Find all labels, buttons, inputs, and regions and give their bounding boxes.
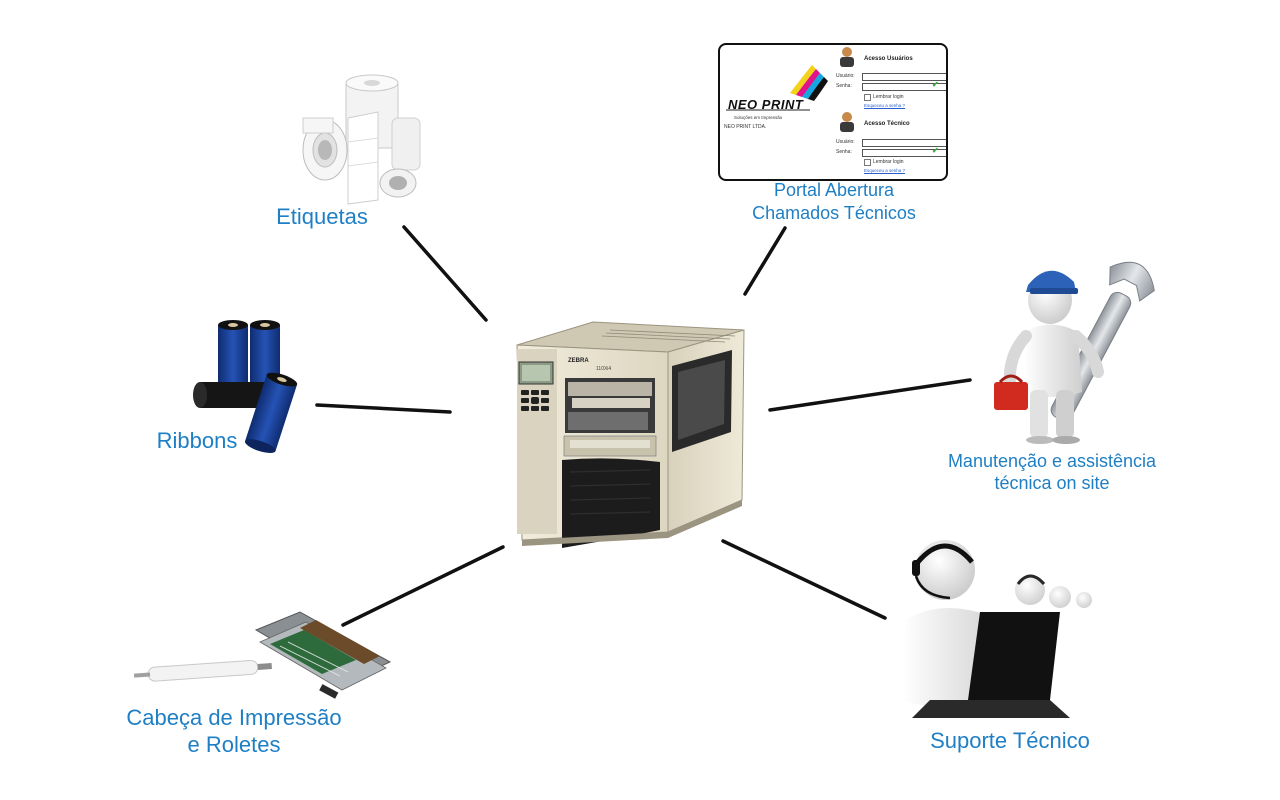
printer-brand: ZEBRA (568, 358, 589, 364)
technician-with-wrench-image (994, 261, 1155, 444)
label-etiquetas-line-1: Etiquetas (276, 204, 368, 229)
label-suporte-line-1: Suporte Técnico (930, 728, 1090, 753)
portal-tech-password-label: Senha: (836, 149, 852, 155)
label-cabeca: Cabeça de Impressão e Roletes (126, 705, 341, 757)
label-manutencao-line-1: Manutenção e assistência (948, 451, 1157, 471)
portal-tech-username-label: Usuário: (836, 139, 855, 145)
portal-user-remember-checkbox[interactable] (864, 94, 871, 101)
portal-user-password-field[interactable] (862, 83, 946, 91)
printhead-roller-image (133, 611, 392, 699)
portal-user-section-title: Acesso Usuários (864, 56, 913, 62)
portal-tech-remember-label: Lembrar login (873, 159, 904, 165)
connector-etiquetas (402, 225, 488, 322)
connector-cabeca (341, 545, 505, 627)
label-etiquetas: Etiquetas (276, 204, 368, 229)
check-icon[interactable]: ✔ (932, 146, 939, 155)
connector-lines (315, 225, 972, 627)
portal-user-username-label: Usuário: (836, 73, 855, 79)
label-ribbons-line-1: Ribbons (157, 428, 238, 453)
connector-portal (743, 226, 787, 296)
neo-print-logo-swoosh (726, 47, 854, 132)
portal-logo-subtitle: Soluções em Impressão (734, 115, 783, 120)
connector-ribbons (315, 403, 452, 414)
check-icon[interactable]: ✔ (932, 80, 939, 89)
portal-user-remember-label: Lembrar login (873, 94, 904, 100)
portal-user-forgot-link[interactable]: Esqueceu a senha ? (864, 103, 906, 108)
thermal-printer-image: ZEBRA 110Xi4 (516, 321, 745, 548)
label-rolls-image (302, 74, 421, 205)
label-manutencao-line-2: técnica on site (994, 473, 1109, 493)
label-portal: Portal Abertura Chamados Técnicos (752, 180, 916, 223)
ribbons-image (193, 320, 298, 454)
call-center-image (902, 540, 1092, 718)
portal-company-name: NEO PRINT LTDA. (724, 124, 767, 130)
portal-tech-forgot-link[interactable]: Esqueceu a senha ? (864, 168, 906, 173)
connector-manutencao (768, 378, 972, 412)
label-suporte: Suporte Técnico (930, 728, 1090, 753)
portal-logo-text: NEO PRINT (728, 97, 804, 112)
portal-tech-remember-checkbox[interactable] (864, 159, 871, 166)
label-portal-line-2: Chamados Técnicos (752, 203, 916, 223)
label-manutencao: Manutenção e assistência técnica on site (948, 451, 1157, 493)
portal-user-username-field[interactable] (862, 73, 946, 81)
portal-tech-section-title: Acesso Técnico (864, 121, 910, 127)
label-portal-line-1: Portal Abertura (774, 180, 895, 200)
portal-screenshot: NEO PRINT Soluções em Impressão NEO PRIN… (718, 43, 948, 181)
connector-suporte (721, 539, 887, 620)
portal-tech-username-field[interactable] (862, 139, 946, 147)
label-cabeca-line-1: Cabeça de Impressão (126, 705, 341, 730)
printer-model: 110Xi4 (596, 366, 611, 372)
portal-user-password-label: Senha: (836, 83, 852, 89)
label-cabeca-line-2: e Roletes (188, 732, 281, 757)
portal-tech-password-field[interactable] (862, 149, 946, 157)
label-ribbons: Ribbons (157, 428, 238, 453)
